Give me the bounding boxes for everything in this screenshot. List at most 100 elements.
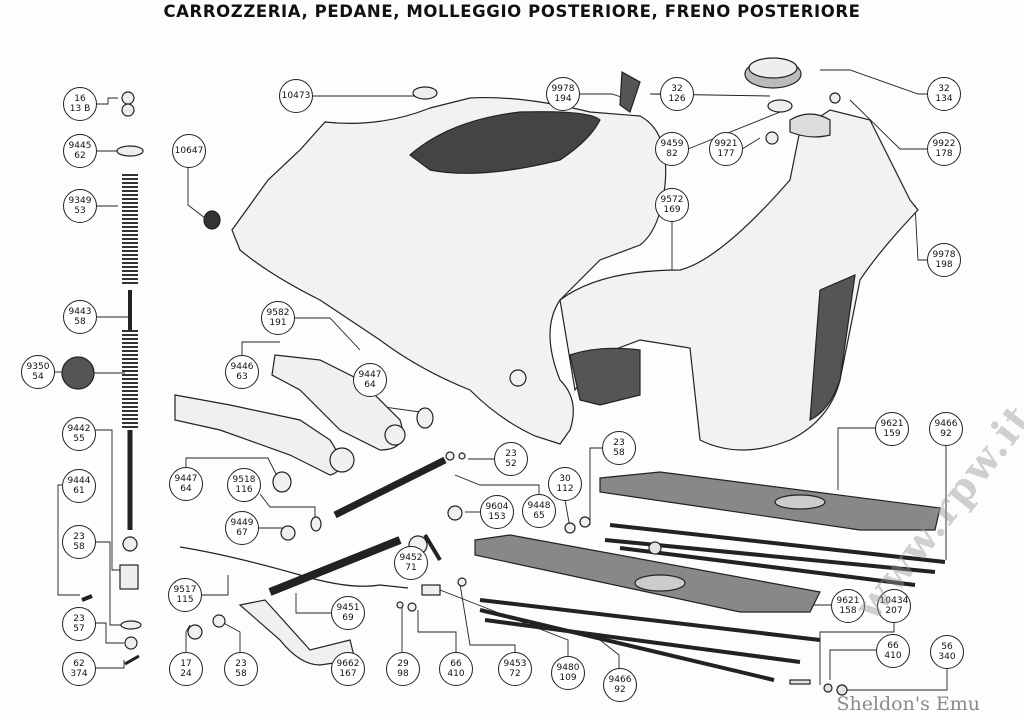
part-number: 9572 — [660, 195, 684, 205]
part-number: 9517 — [173, 585, 197, 595]
part-number: 9447 — [358, 370, 382, 380]
part-qty-ref: 24 — [180, 669, 192, 679]
scooter-body — [231, 96, 919, 451]
part-qty-ref: 58 — [235, 669, 247, 679]
part-qty-ref: 53 — [74, 206, 86, 216]
leader-lines — [54, 69, 948, 691]
part-number: 29 — [397, 659, 409, 669]
part-number: 56 — [941, 642, 953, 652]
part-number: 9448 — [527, 501, 551, 511]
part-qty-ref: 167 — [339, 669, 357, 679]
part-number: 9582 — [266, 308, 290, 318]
part-qty-ref: 58 — [74, 317, 86, 327]
part-qty-ref: 57 — [73, 624, 85, 634]
part-number: 23 — [505, 449, 517, 459]
part-qty-ref: 153 — [488, 512, 506, 522]
part-qty-ref: 63 — [236, 372, 248, 382]
part-qty-ref: 92 — [940, 429, 952, 439]
part-number: 9978 — [932, 250, 956, 260]
part-number: 32 — [671, 84, 683, 94]
part-number: 9445 — [68, 141, 92, 151]
part-number: 9442 — [67, 424, 91, 434]
diagram-title: CARROZZERIA, PEDANE, MOLLEGGIO POSTERIOR… — [163, 2, 861, 21]
part-number: 17 — [180, 659, 192, 669]
part-number: 9459 — [660, 139, 684, 149]
part-qty-ref: 61 — [73, 486, 85, 496]
part-qty-ref: 13 B — [69, 104, 91, 114]
part-qty-ref: 169 — [663, 205, 681, 215]
part-qty-ref: 207 — [885, 606, 903, 616]
part-number: 9662 — [336, 659, 360, 669]
part-qty-ref: 67 — [236, 528, 248, 538]
part-number: 66 — [450, 659, 462, 669]
part-number: 9518 — [232, 475, 256, 485]
part-number: 9349 — [68, 196, 92, 206]
part-qty-ref: 64 — [364, 380, 376, 390]
part-qty-ref: 177 — [717, 149, 735, 159]
part-qty-ref: 98 — [397, 669, 409, 679]
part-number: 9621 — [880, 419, 904, 429]
part-number: 9449 — [230, 518, 254, 528]
part-number: 10473 — [281, 91, 311, 101]
part-qty-ref: 194 — [554, 94, 572, 104]
part-number: 9621 — [836, 596, 860, 606]
part-number: 23 — [235, 659, 247, 669]
part-number: 23 — [73, 614, 85, 624]
part-number: 9466 — [934, 419, 958, 429]
part-qty-ref: 65 — [533, 511, 545, 521]
part-qty-ref: 115 — [176, 595, 194, 605]
part-qty-ref: 58 — [613, 448, 625, 458]
part-qty-ref: 158 — [839, 606, 857, 616]
part-qty-ref: 178 — [935, 149, 953, 159]
part-qty-ref: 52 — [505, 459, 517, 469]
part-number: 9447 — [174, 474, 198, 484]
part-qty-ref: 410 — [884, 651, 902, 661]
part-qty-ref: 112 — [556, 484, 574, 494]
shock-absorber — [61, 91, 144, 666]
part-number: 16 — [74, 94, 86, 104]
part-number: 9444 — [67, 476, 91, 486]
part-number: 30 — [559, 474, 571, 484]
part-number: 9604 — [485, 502, 509, 512]
part-qty-ref: 116 — [235, 485, 253, 495]
floorboards — [474, 471, 946, 696]
